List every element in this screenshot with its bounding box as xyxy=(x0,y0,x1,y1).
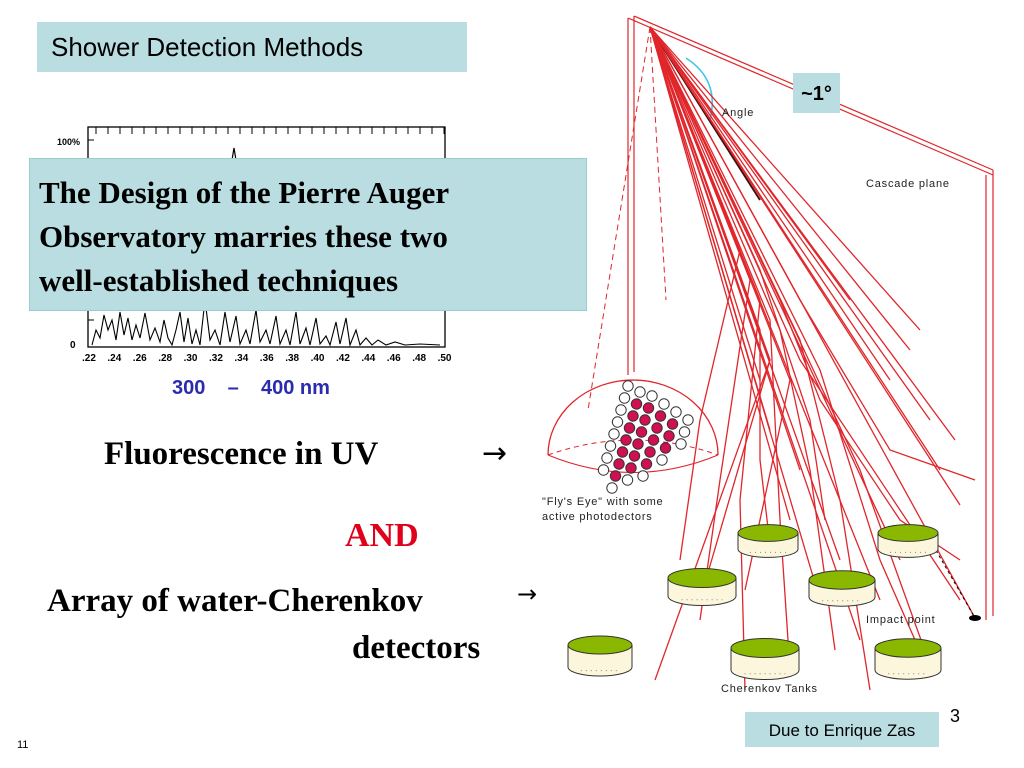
spectrum-x-tick: .38 xyxy=(285,353,300,364)
spectrum-x-tick: .36 xyxy=(259,353,274,364)
photodetector xyxy=(670,406,682,418)
active-photodetector xyxy=(625,462,637,474)
callout-line-3: well-established techniques xyxy=(39,263,399,298)
active-photodetector xyxy=(644,446,656,458)
cherenkov-tanks xyxy=(567,524,942,681)
impact-point-label: Impact point xyxy=(866,614,936,626)
spectrum-x-tick: .46 xyxy=(386,353,401,364)
cherenkov-tank xyxy=(667,567,737,607)
page-number: 3 xyxy=(950,706,961,726)
photodetector xyxy=(646,390,658,402)
fluorescence-label: Fluorescence in UV xyxy=(104,436,379,472)
fluorescence-arrow: → xyxy=(482,436,508,471)
spectrum-x-tick: .24 xyxy=(107,353,122,364)
flys-eye-label-2: active photodectors xyxy=(542,511,653,523)
active-photodetector xyxy=(639,414,651,426)
photodetector xyxy=(615,404,627,416)
active-photodetector xyxy=(623,422,636,434)
array-label-line-2: detectors xyxy=(352,630,481,666)
photodetector xyxy=(622,380,634,392)
active-photodetector xyxy=(613,458,625,470)
cherenkov-tank xyxy=(730,637,800,681)
photodetector xyxy=(621,474,634,486)
slide-number: 11 xyxy=(17,739,29,751)
flys-eye-label-1: "Fly's Eye" with some xyxy=(542,496,664,508)
dashed-lines xyxy=(587,26,667,411)
callout-line-2: Observatory marries these two xyxy=(39,219,448,254)
spectrum-x-tick: .50 xyxy=(437,353,452,364)
active-photodetector xyxy=(651,422,663,434)
spectrum-x-tick: .28 xyxy=(158,353,173,364)
active-photodetector xyxy=(609,470,622,482)
active-photodetector xyxy=(666,418,679,430)
active-photodetector xyxy=(659,442,672,454)
callout-box: The Design of the Pierre Auger Observato… xyxy=(29,158,587,311)
cherenkov-tank xyxy=(808,570,876,607)
photodetector xyxy=(675,438,687,450)
active-photodetector xyxy=(635,426,648,438)
active-photodetector xyxy=(647,434,660,446)
cherenkov-tank xyxy=(874,638,942,680)
active-photodetector xyxy=(628,450,641,462)
cascade-plane-label: Cascade plane xyxy=(866,178,950,190)
cherenkov-tanks-label: Cherenkov Tanks xyxy=(721,683,818,695)
photodetector xyxy=(637,470,649,482)
credit-box: Due to Enrique Zas xyxy=(745,712,939,747)
active-photodetector xyxy=(632,438,644,450)
active-photodetector xyxy=(627,410,639,422)
active-photodetector xyxy=(616,446,629,458)
cherenkov-tank xyxy=(737,524,799,558)
spectrum-x-tick: .22 xyxy=(82,353,96,364)
spectrum-x-tick: .42 xyxy=(336,353,350,364)
angle-label: Angle xyxy=(722,107,755,119)
array-arrow: → xyxy=(517,580,538,608)
photodetector xyxy=(656,454,668,466)
spectrum-x-tick: .44 xyxy=(361,353,376,364)
photodetector xyxy=(682,414,694,426)
cherenkov-tank xyxy=(877,524,939,558)
spectrum-y-tick-top: 100% xyxy=(57,137,81,147)
active-photodetector xyxy=(654,410,667,422)
shower-particles xyxy=(649,26,976,691)
cherenkov-tank xyxy=(567,635,633,677)
photodetector xyxy=(597,464,610,476)
spectrum-x-tick: .30 xyxy=(183,353,198,364)
spectrum-y-tick-bottom: 0 xyxy=(70,340,76,351)
active-photodetector xyxy=(663,430,675,442)
photodetector xyxy=(604,440,617,452)
photodetector xyxy=(601,452,613,464)
spectrum-x-tick: .26 xyxy=(132,353,147,364)
photodetector xyxy=(618,392,631,404)
photodetector xyxy=(634,386,646,398)
active-photodetector xyxy=(642,402,655,414)
photodetector xyxy=(678,426,691,438)
active-photodetector xyxy=(630,398,643,410)
photodetector xyxy=(611,416,624,428)
angle-value-box: ~1° xyxy=(793,73,840,113)
spectrum-x-tick: .40 xyxy=(310,353,325,364)
active-photodetector xyxy=(640,458,653,470)
spectrum-x-tick: .32 xyxy=(209,353,223,364)
callout-line-1: The Design of the Pierre Auger xyxy=(39,175,450,210)
flys-eye-dome xyxy=(547,379,719,494)
array-label-line-1: Array of water-Cherenkov xyxy=(47,583,423,619)
spectrum-x-tick: .48 xyxy=(412,353,427,364)
wavelength-range: 300 – 400 nm xyxy=(172,377,330,399)
photodetector xyxy=(658,398,670,410)
photodetector xyxy=(608,428,620,440)
spectrum-x-ticks: .22 .24 .26 .28 .30 .32 .34 .36 .38 .40 .42 .44 .46.… xyxy=(80,353,460,367)
active-photodetector xyxy=(620,434,632,446)
slide-title: Shower Detection Methods xyxy=(37,22,467,72)
photodetector xyxy=(606,482,618,494)
spectrum-x-tick: .34 xyxy=(234,353,249,364)
and-label: AND xyxy=(345,517,419,554)
